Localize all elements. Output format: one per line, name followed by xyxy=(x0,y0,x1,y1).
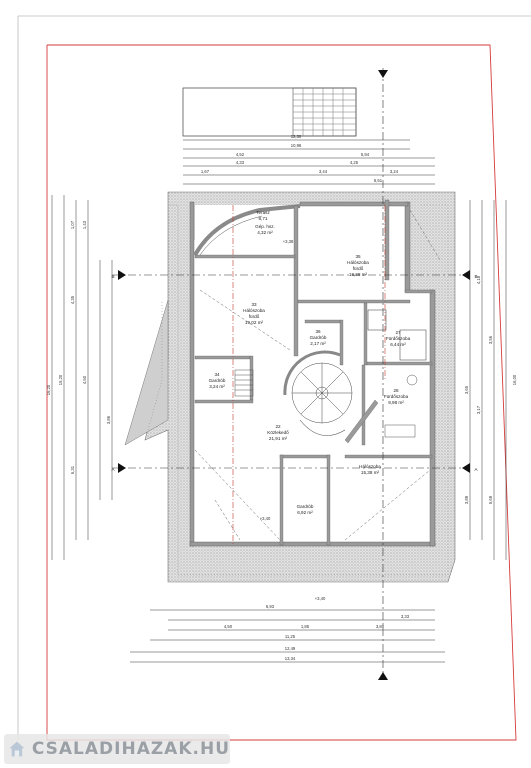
dim-left-6: 1,07 xyxy=(70,220,75,229)
dim-bottom-3: 4,50 xyxy=(224,624,233,629)
room-label-1: Gép. hsz.4,32 m² xyxy=(255,224,275,235)
dim-left-5: 6,31 xyxy=(70,465,75,474)
dim-right-4: 3,56 xyxy=(488,335,493,344)
interior-walls xyxy=(194,199,433,546)
level-mark-2: +3,40 xyxy=(260,516,271,521)
dim-bottom-1: 6,93 xyxy=(266,604,275,609)
dim-right-5: 3,17 xyxy=(476,405,481,414)
dim-top-7: 1,67 xyxy=(201,169,210,174)
spiral-staircase xyxy=(283,350,353,424)
section-arrow-a-right xyxy=(462,463,470,473)
dim-top-6: 4,25 xyxy=(350,160,359,165)
stair-curve-lower xyxy=(299,419,346,436)
curved-wall xyxy=(193,204,301,256)
dim-left-8: 3,86 xyxy=(106,415,111,424)
dim-right-3: 3,65 xyxy=(464,385,469,394)
roof-dotted-edges xyxy=(147,204,449,576)
bottom-dimension-lines xyxy=(130,609,445,663)
red-axis-lines xyxy=(232,205,386,545)
section-arrow-a-left xyxy=(118,463,126,473)
curved-wall-inner xyxy=(199,215,263,256)
house-logo-icon xyxy=(9,741,25,757)
dim-top-8: 3,44 xyxy=(319,169,328,174)
dim-bottom-8: 13,34 xyxy=(285,656,296,661)
exterior-walls xyxy=(189,201,436,547)
dim-top-10: 6,51 xyxy=(374,178,383,183)
dim-bottom-6: 11,25 xyxy=(285,634,296,639)
section-mark-b-right: B xyxy=(474,274,477,279)
dim-left-2: 15,20 xyxy=(58,374,63,385)
toilet xyxy=(406,374,418,386)
left-stair xyxy=(234,369,254,397)
dim-top-1: 12,30 xyxy=(291,134,302,139)
bath-corner-wall xyxy=(344,399,379,444)
section-arrow-b-right xyxy=(462,270,470,280)
section-arrow-b-left xyxy=(118,270,126,280)
level-mark-1: +3,38 xyxy=(283,239,294,244)
roof-wedge-left xyxy=(124,299,169,446)
dim-bottom-4: 1,85 xyxy=(301,624,310,629)
dim-left-3: 4,35 xyxy=(70,295,75,304)
stair-treads xyxy=(293,88,356,136)
section-mark-a-left: A xyxy=(111,467,115,472)
dim-left-1: 16,20 xyxy=(46,384,51,395)
dim-top-2: 10,96 xyxy=(291,143,302,148)
dim-top-4: 5,94 xyxy=(361,152,370,157)
plot-boundary xyxy=(46,44,517,741)
washbasin xyxy=(384,424,416,438)
left-floor xyxy=(190,240,290,545)
dim-left-4: 4,50 xyxy=(82,375,87,384)
dim-right-6: 5,69 xyxy=(488,495,493,504)
dim-right-1: 16,00 xyxy=(512,374,517,385)
section-lines xyxy=(112,68,470,680)
dim-bottom-2: 3,33 xyxy=(401,614,410,619)
section-mark-b-left: B xyxy=(111,274,114,279)
dim-left-7: 1,43 xyxy=(82,220,87,229)
left-dimension-lines xyxy=(51,195,113,560)
dim-top-9: 3,24 xyxy=(390,169,399,174)
right-dimension-lines xyxy=(469,200,507,560)
roof-ridge-lines xyxy=(194,209,441,541)
level-mark-3: +3,40 xyxy=(315,596,326,601)
watermark-text: CSALADIHAZAK.HU xyxy=(31,739,230,759)
watermark-banner: CSALADIHAZAK.HU xyxy=(4,734,230,764)
section-mark-a-right: A xyxy=(474,467,478,472)
dim-bottom-5: 3,80 xyxy=(376,624,385,629)
dim-bottom-7: 12,49 xyxy=(285,646,296,651)
dim-right-2: 4,18 xyxy=(476,275,481,284)
dim-right-7: 3,89 xyxy=(464,495,469,504)
section-arrow-top xyxy=(378,70,388,78)
bathtub xyxy=(399,329,427,361)
dim-top-3: 4,52 xyxy=(236,152,245,157)
section-arrow-bottom xyxy=(378,672,388,680)
top-dimension-lines xyxy=(183,139,435,185)
shower xyxy=(367,309,387,331)
dim-top-5: 4,33 xyxy=(236,160,245,165)
